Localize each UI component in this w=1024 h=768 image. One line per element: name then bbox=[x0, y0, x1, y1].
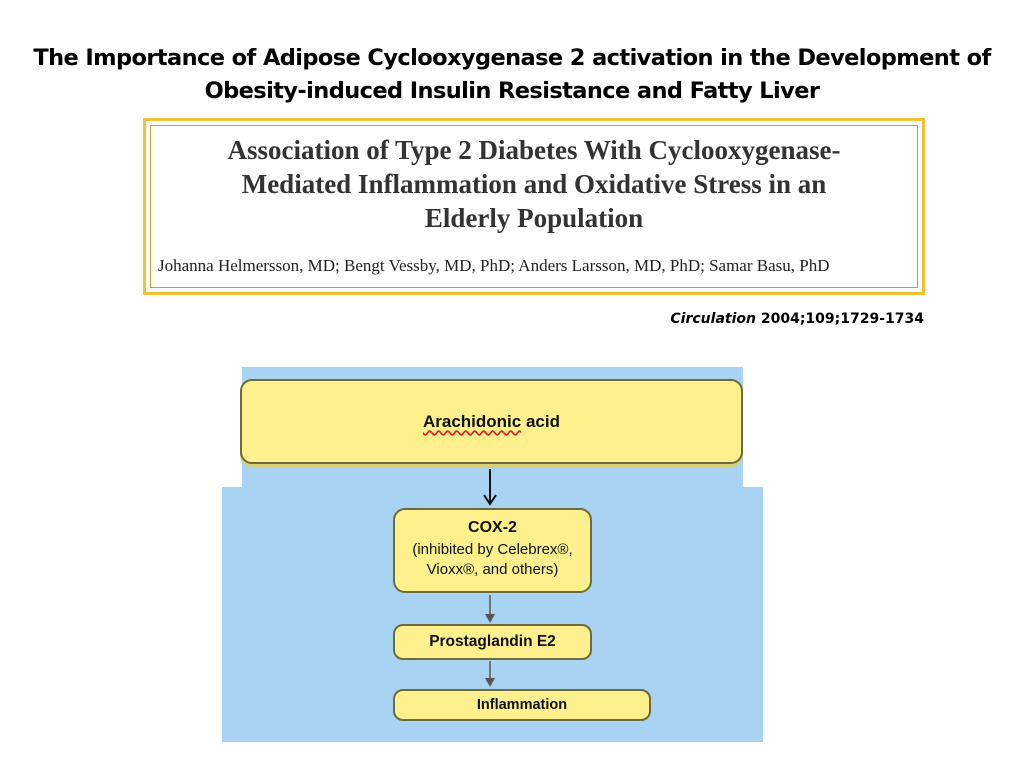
arachidonic-label: Arachidonic bbox=[422, 412, 522, 431]
cox2-inhibitors-line-1: (inhibited by Celebrex®, bbox=[412, 541, 573, 558]
cox2-inhibitors-line-2: Vioxx®, and others) bbox=[426, 561, 559, 578]
slide-title-line-2: Obesity-induced Insulin Resistance and F… bbox=[204, 78, 820, 104]
white-strip-top bbox=[222, 359, 763, 367]
slide-title-line-1: The Importance of Adipose Cyclooxygenase… bbox=[33, 45, 991, 71]
citation-journal: Circulation bbox=[670, 311, 756, 327]
arrow-down-icon bbox=[483, 469, 497, 506]
arrow-down-icon bbox=[485, 595, 495, 623]
inflammation-box: Inflammation bbox=[393, 689, 651, 721]
paper-title-line-2: Mediated Inflammation and Oxidative Stre… bbox=[241, 169, 827, 199]
cox2-name: COX-2 bbox=[468, 519, 517, 536]
arachidonic-acid-box: Arachidonic acid bbox=[240, 379, 743, 464]
paper-title-line-3: Elderly Population bbox=[424, 203, 644, 233]
prostaglandin-e2-box: Prostaglandin E2 bbox=[393, 624, 592, 660]
arrow-down-icon bbox=[485, 661, 495, 687]
paper-inner-border bbox=[150, 125, 918, 288]
cox2-pathway-diagram: Arachidonic acid COX-2 (inhibited by Cel… bbox=[222, 359, 763, 742]
citation: Circulation 2004;109;1729-1734 bbox=[670, 311, 924, 327]
paper-title: Association of Type 2 Diabetes With Cycl… bbox=[146, 133, 922, 235]
cox2-box: COX-2 (inhibited by Celebrex®, Vioxx®, a… bbox=[393, 508, 592, 593]
paper-title-line-1: Association of Type 2 Diabetes With Cycl… bbox=[227, 135, 841, 165]
acid-label: acid bbox=[525, 412, 560, 431]
paper-authors: Johanna Helmersson, MD; Bengt Vessby, MD… bbox=[158, 256, 830, 275]
white-strip-right bbox=[743, 359, 763, 487]
slide-title: The Importance of Adipose Cyclooxygenase… bbox=[30, 42, 994, 108]
paper-header-image: Association of Type 2 Diabetes With Cycl… bbox=[143, 118, 925, 295]
citation-details: 2004;109;1729-1734 bbox=[760, 311, 924, 327]
white-strip-left bbox=[222, 359, 242, 487]
